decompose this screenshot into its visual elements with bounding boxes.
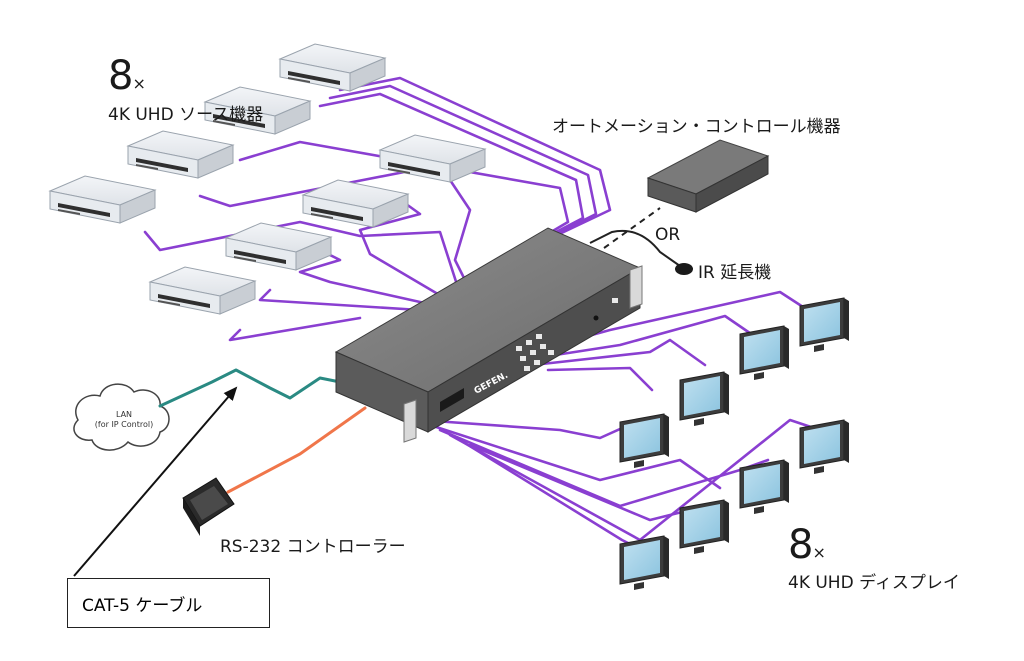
ir-extender-icon bbox=[675, 263, 693, 275]
rs232-controller bbox=[182, 477, 235, 536]
display-6 bbox=[739, 459, 790, 515]
lan-line-2: (for IP Control) bbox=[94, 420, 154, 429]
ir-cable bbox=[589, 230, 681, 267]
display-1 bbox=[799, 297, 850, 353]
lan-line-1: LAN bbox=[115, 410, 133, 419]
cat5-arrow bbox=[73, 386, 238, 577]
source-cable-10 bbox=[228, 316, 362, 342]
sources-count: 8× bbox=[108, 56, 146, 96]
display-5 bbox=[799, 419, 850, 475]
source-device-3 bbox=[127, 130, 234, 179]
or-label: OR bbox=[655, 225, 681, 245]
source-device-6 bbox=[302, 179, 409, 228]
display-2 bbox=[739, 325, 790, 381]
displays-count: 8× bbox=[788, 525, 826, 565]
displays-times-sign: × bbox=[812, 543, 826, 562]
ir-label: IR 延長機 bbox=[698, 263, 772, 283]
display-8 bbox=[619, 535, 670, 591]
rs232-label: RS-232 コントローラー bbox=[220, 537, 406, 557]
source-device-7 bbox=[225, 222, 332, 271]
displays-label: 4K UHD ディスプレイ bbox=[788, 573, 960, 593]
display-4 bbox=[619, 413, 670, 469]
source-cable-6 bbox=[143, 220, 462, 296]
cat5-callout: CAT-5 ケーブル bbox=[67, 578, 270, 628]
automation-dashed-link bbox=[603, 207, 661, 249]
matrix-switcher bbox=[334, 227, 643, 443]
source-device-8 bbox=[149, 266, 256, 315]
source-device-4 bbox=[49, 175, 156, 224]
serial-cable bbox=[226, 406, 367, 494]
sources-label: 4K UHD ソース機器 bbox=[108, 105, 264, 125]
cat5-label: CAT-5 ケーブル bbox=[82, 596, 203, 616]
automation-label: オートメーション・コントロール機器 bbox=[552, 117, 841, 137]
source-cable-9 bbox=[258, 288, 422, 312]
display-3 bbox=[679, 371, 730, 427]
display-7 bbox=[679, 499, 730, 555]
sources-times-sign: × bbox=[132, 74, 146, 93]
source-cable-7 bbox=[358, 194, 450, 302]
sources-count-number: 8 bbox=[108, 53, 133, 99]
lan-text: LAN (for IP Control) bbox=[88, 410, 160, 430]
source-cable-8 bbox=[298, 248, 440, 308]
automation-device bbox=[646, 139, 770, 213]
lan-cloud bbox=[73, 383, 170, 451]
source-cable-5 bbox=[198, 163, 472, 292]
displays-count-number: 8 bbox=[788, 522, 813, 568]
network-cable bbox=[158, 368, 342, 408]
